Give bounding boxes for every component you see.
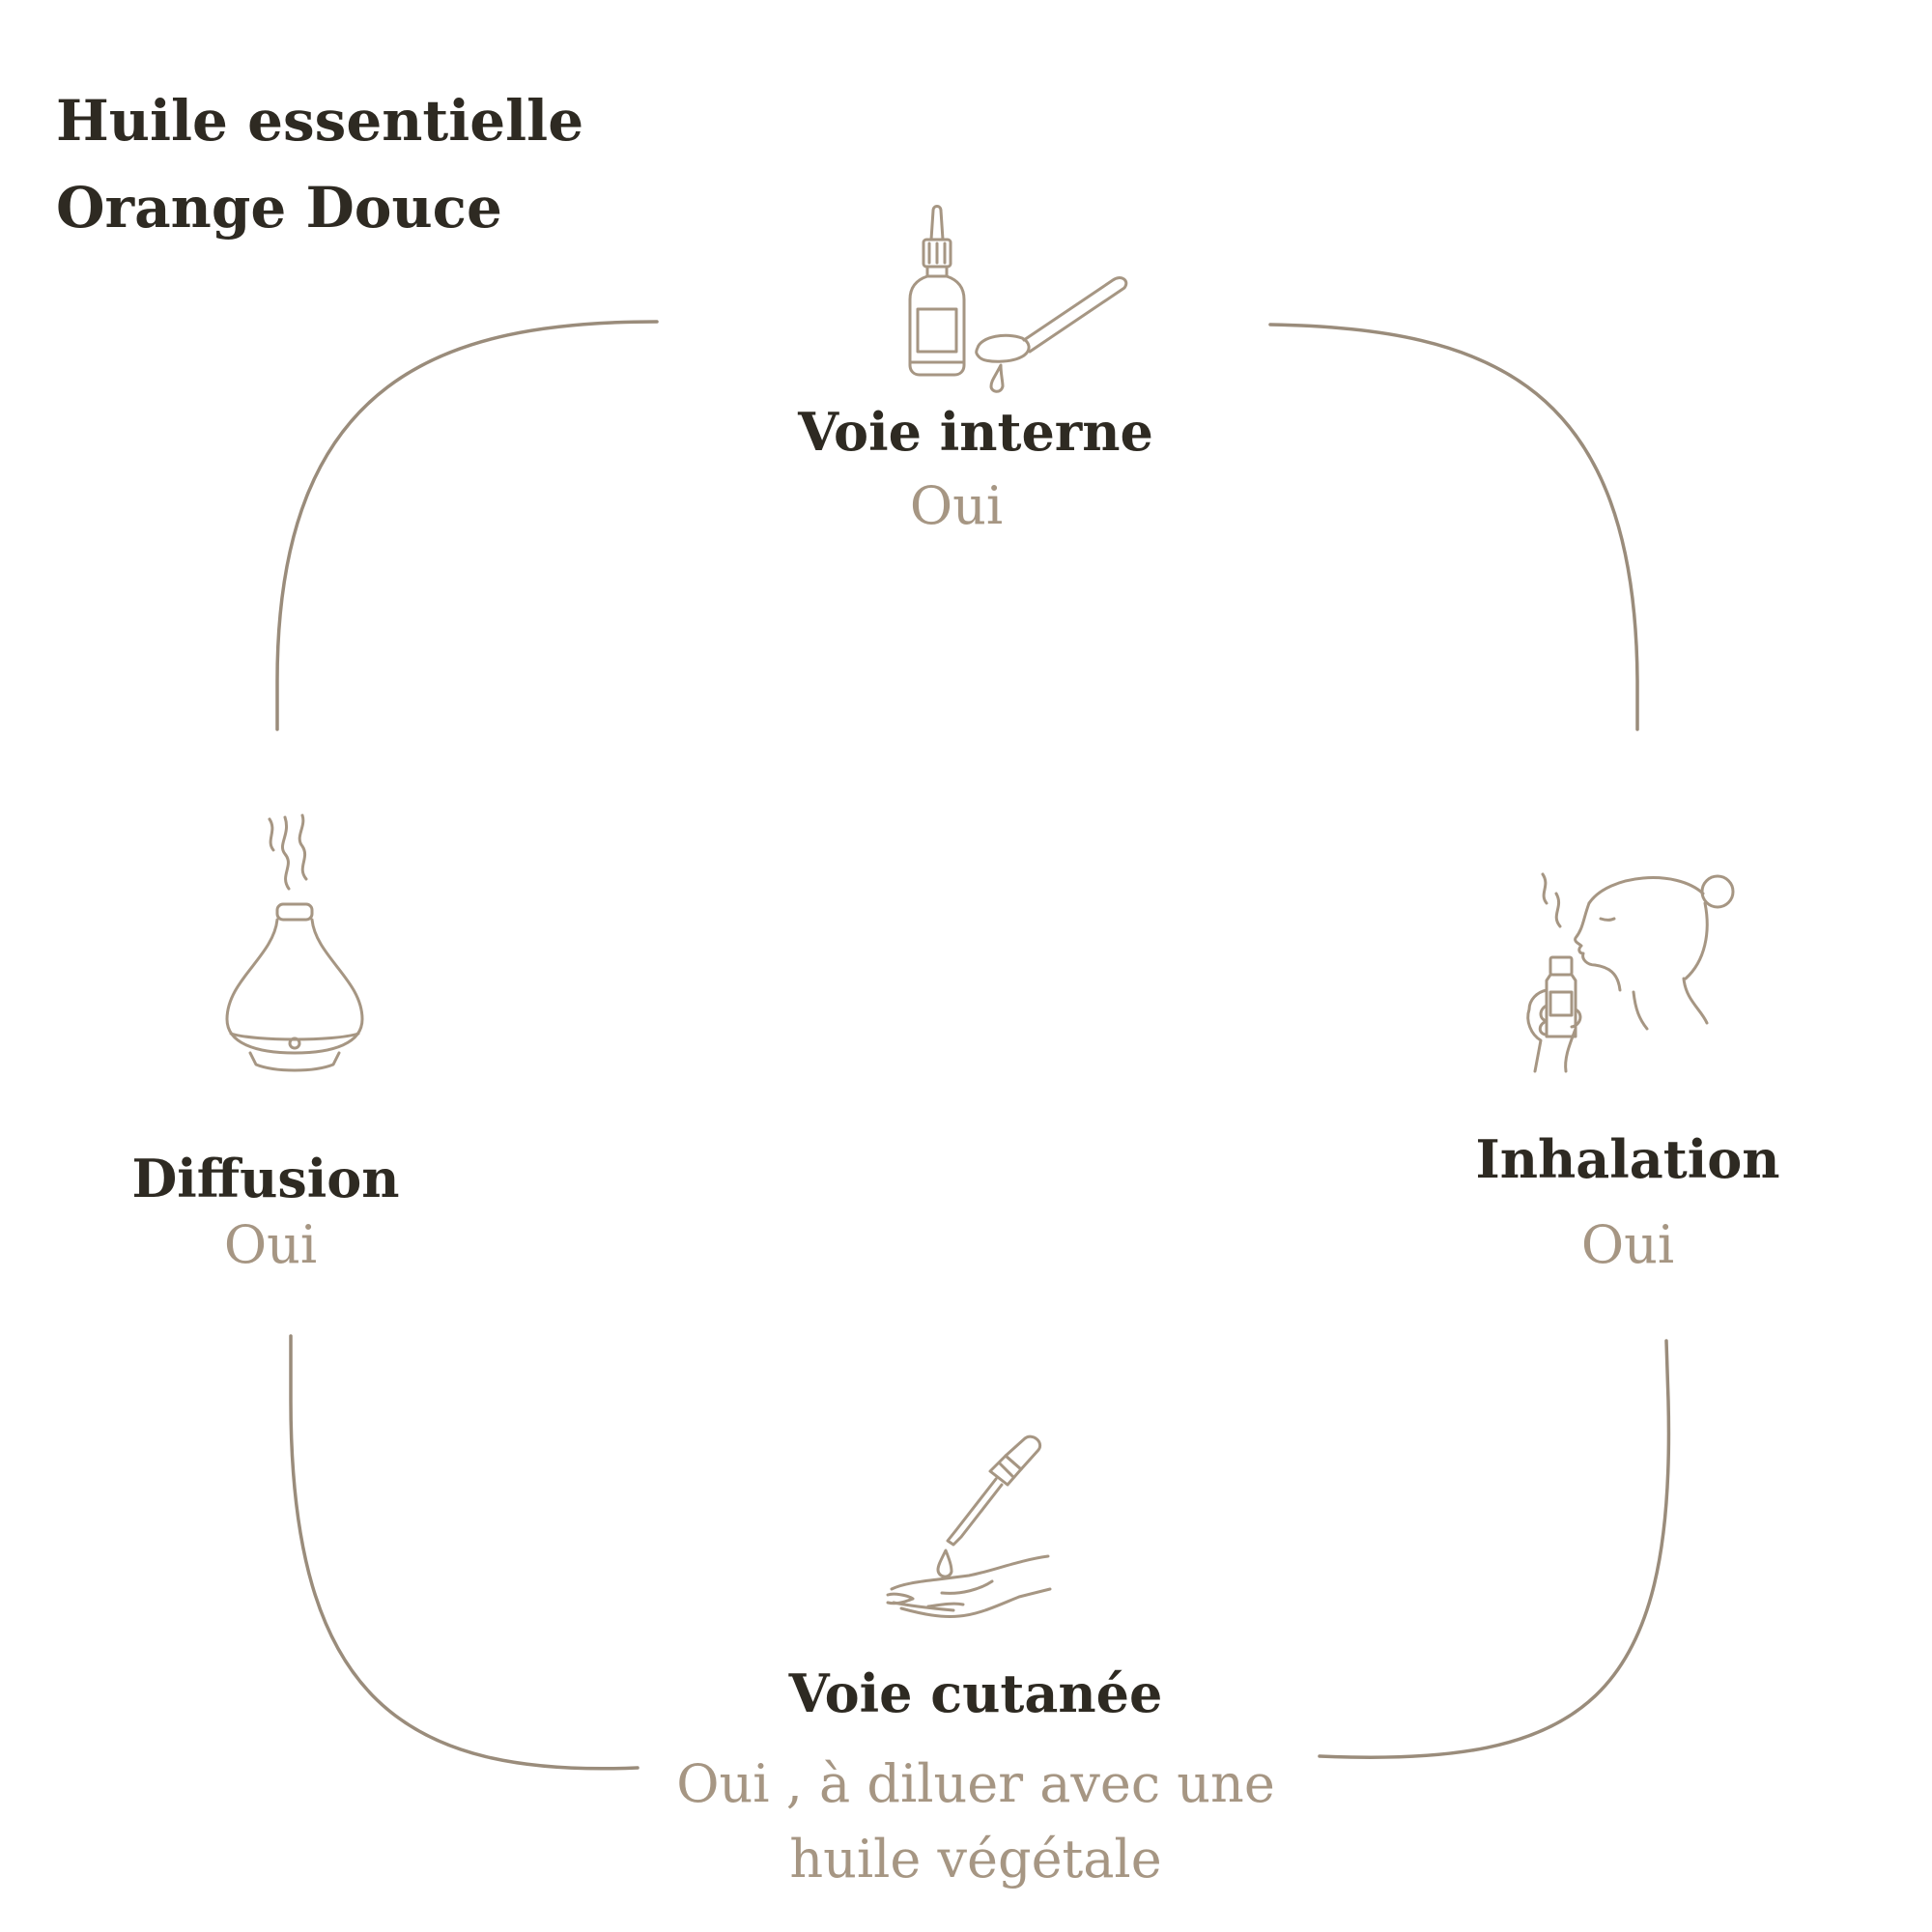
arc-bottom-right (1318, 1339, 1671, 1760)
arc-top-right (1268, 323, 1639, 731)
title-line-1: Huile essentielle (56, 88, 584, 154)
arc-bottom-left (289, 1334, 639, 1771)
voie-interne-label: Voie interne (798, 401, 1153, 463)
diffuser-icon (225, 813, 364, 1072)
inhalation-label: Inhalation (1475, 1128, 1780, 1190)
inhalation-value: Oui (1580, 1214, 1675, 1275)
diffusion-value: Oui (223, 1214, 318, 1275)
title-line-2: Orange Douce (56, 175, 502, 241)
voie-cutanee-value: Oui , à diluer avec une huile végétale (676, 1753, 1275, 1889)
voie-cutanee-label: Voie cutanée (788, 1662, 1163, 1724)
woman-inhaling-bottle-icon (1526, 872, 1735, 1073)
page-title: Huile essentielle Orange Douce (56, 77, 583, 251)
dropper-bottle-spoon-icon (908, 205, 1128, 393)
voie-interne-value: Oui (909, 475, 1004, 536)
diffusion-label: Diffusion (131, 1148, 400, 1209)
dropper-hand-icon (886, 1435, 1052, 1618)
arc-top-left (275, 320, 659, 731)
